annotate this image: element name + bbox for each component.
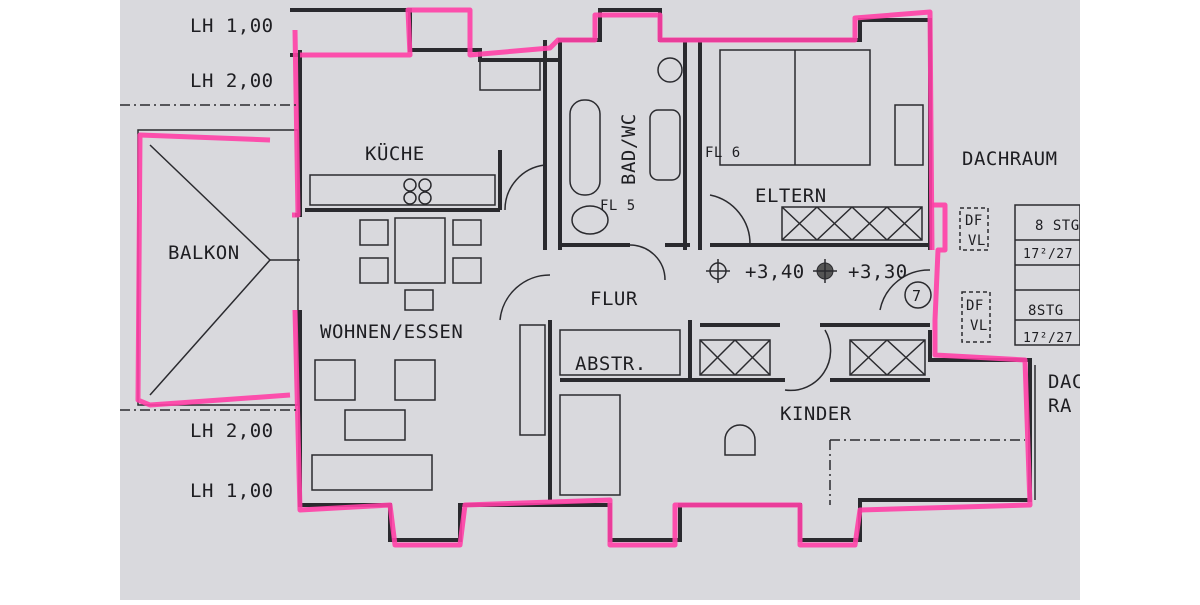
stairs-ratio: 17²/27 bbox=[1023, 247, 1073, 262]
circle-marker bbox=[904, 281, 932, 309]
ceiling-height-label: LH 1,00 bbox=[190, 480, 274, 502]
stairs bbox=[959, 204, 1081, 500]
highlight-balcony bbox=[135, 132, 291, 408]
highlight-outline-right bbox=[292, 202, 1033, 548]
room-label-balcony: BALKON bbox=[168, 242, 240, 264]
level-markers bbox=[706, 259, 837, 283]
doors bbox=[499, 164, 931, 392]
room-label-kitchen: KÜCHE bbox=[365, 142, 425, 165]
bath-fixtures bbox=[569, 57, 683, 235]
walls bbox=[290, 8, 1032, 542]
stairs-label: 8 STG bbox=[1035, 218, 1080, 234]
ceiling-height-label: LH 2,00 bbox=[190, 420, 274, 442]
highlight-outline bbox=[292, 29, 301, 218]
kitchen-counter bbox=[309, 59, 541, 206]
floor-plan-drawing: LH 1,00 LH 2,00 LH 2,00 LH 1,00 KÜCHE BA… bbox=[120, 7, 1083, 548]
room-label-storage: ABSTR. bbox=[575, 353, 647, 375]
vl-label: VL bbox=[968, 233, 986, 249]
parents-furniture bbox=[719, 49, 924, 241]
circle-number: 7 bbox=[912, 287, 922, 305]
ceiling-height-label: LH 1,00 bbox=[190, 15, 274, 37]
room-label-parents: ELTERN bbox=[755, 185, 827, 207]
ceiling-height-label: LH 2,00 bbox=[190, 70, 274, 92]
dining-table bbox=[359, 217, 482, 311]
level-label: +3,30 bbox=[848, 261, 908, 283]
room-label-attic: DACHRAUM bbox=[962, 148, 1058, 170]
stairs-ratio: 17²/27 bbox=[1023, 331, 1073, 346]
kids-furniture bbox=[559, 329, 1025, 505]
floor-plan: LH 1,00 LH 2,00 LH 2,00 LH 1,00 KÜCHE BA… bbox=[120, 0, 1083, 600]
df-label: DF bbox=[965, 213, 983, 229]
room-label-kids: KINDER bbox=[780, 403, 852, 425]
balcony-outline bbox=[137, 129, 300, 406]
stairs-label: 8STG bbox=[1028, 303, 1064, 319]
living-furniture bbox=[311, 324, 546, 491]
room-label-hall: FLUR bbox=[590, 288, 638, 310]
df-label: DF bbox=[966, 298, 984, 314]
room-label-bath: BAD/WC bbox=[618, 113, 640, 185]
room-label-living: WOHNEN/ESSEN bbox=[320, 321, 463, 343]
fl5-label: FL 5 bbox=[600, 198, 636, 214]
room-label-attic-partial: DAC bbox=[1048, 371, 1080, 393]
level-label: +3,40 bbox=[745, 261, 805, 283]
room-label-attic-partial: RA bbox=[1048, 395, 1072, 417]
fl6-label: FL 6 bbox=[705, 145, 741, 161]
highlight-outline-top bbox=[300, 7, 935, 251]
vl-label: VL bbox=[970, 318, 988, 334]
